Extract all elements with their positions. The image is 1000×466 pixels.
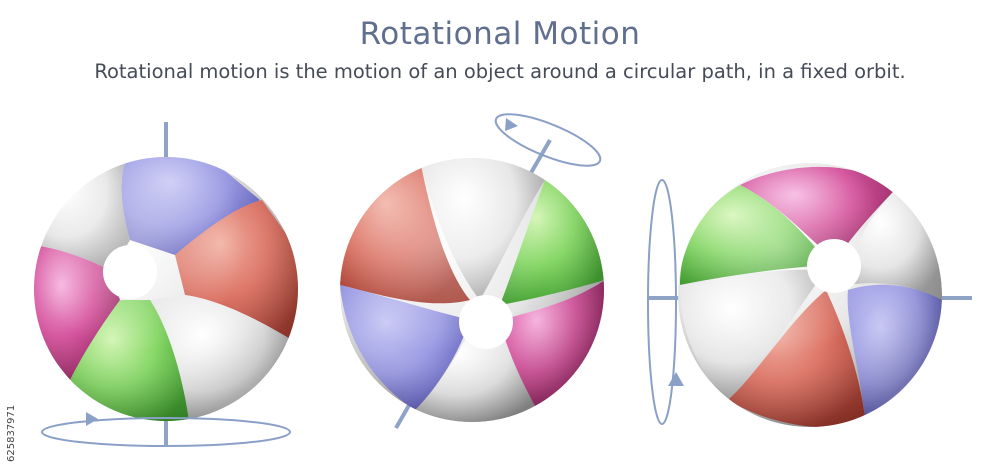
arrow-head-icon — [86, 412, 98, 426]
ball-valve-cap — [103, 245, 157, 299]
ball-horizontal-axis — [647, 163, 972, 427]
rotation-axis-top — [526, 138, 552, 180]
rotation-arrow — [647, 179, 677, 425]
ball-valve-cap — [807, 239, 861, 293]
ball-vertical-axis — [34, 122, 298, 447]
page-title: Rotational Motion — [359, 16, 641, 52]
arrow-head-icon — [505, 118, 518, 131]
ball-valve-cap — [459, 295, 513, 349]
arrow-head-icon — [668, 372, 684, 386]
rotation-arrow — [494, 113, 602, 167]
rotation-arrow — [41, 417, 291, 447]
ball-tilted-axis — [340, 113, 604, 429]
page-subtitle: Rotational motion is the motion of an ob… — [94, 60, 906, 83]
